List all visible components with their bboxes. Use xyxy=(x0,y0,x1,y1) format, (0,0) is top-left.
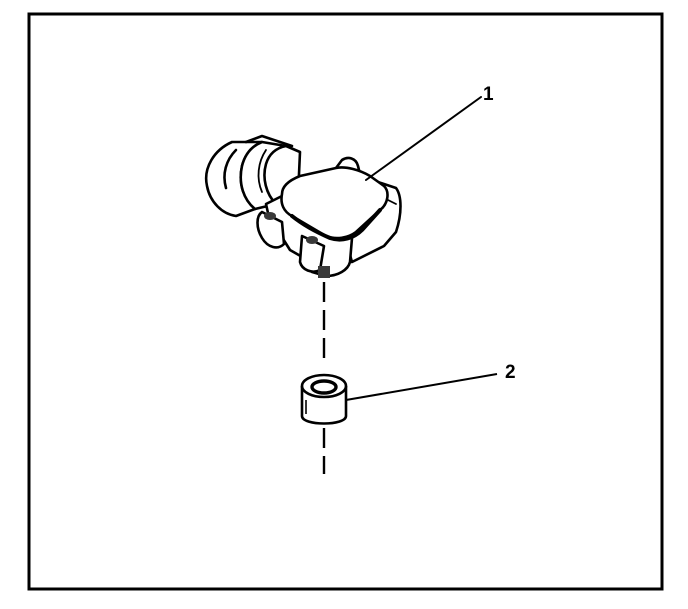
callout-2-label: 2 xyxy=(505,362,516,383)
callout-1-leader xyxy=(365,96,482,181)
sensor-assembly xyxy=(204,96,482,278)
callout-2-leader xyxy=(345,373,498,401)
diagram-border xyxy=(27,12,664,591)
electrical-connector xyxy=(204,134,302,218)
seal-grommet xyxy=(300,373,498,425)
callout-1-label: 1 xyxy=(483,84,494,105)
sensor-housing xyxy=(256,156,402,278)
